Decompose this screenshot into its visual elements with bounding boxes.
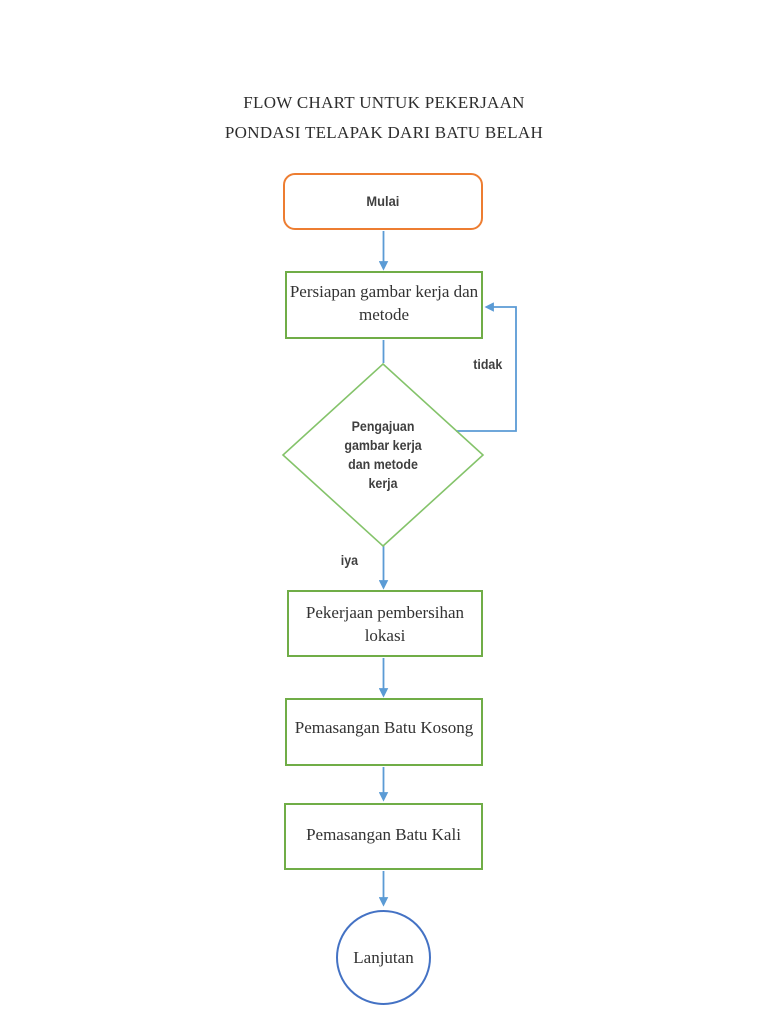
node-start-label: Mulai [366,193,400,209]
node-pembersihan: Pekerjaan pembersihan lokasi [287,590,483,657]
node-batu-kali-label: Pemasangan Batu Kali [306,825,461,844]
node-lanjutan-label: Lanjutan [353,948,414,967]
node-persiapan-label: Persiapan gambar kerja dan metode [289,281,479,324]
node-batu-kosong-label: Pemasangan Batu Kosong [294,718,474,737]
node-decision-label: Pengajuan gambar kerja dan metode kerja [344,419,423,491]
node-persiapan: Persiapan gambar kerja dan metode [285,271,483,339]
node-lanjutan: Lanjutan [336,910,431,1005]
node-start: Mulai [283,173,483,230]
node-pembersihan-label: Pekerjaan pembersihan lokasi [305,602,465,645]
node-batu-kali: Pemasangan Batu Kali [284,803,483,870]
chart-title-line1: FLOW CHART UNTUK PEKERJAAN [243,93,525,112]
node-batu-kosong: Pemasangan Batu Kosong [285,698,483,766]
chart-title: FLOW CHART UNTUK PEKERJAAN PONDASI TELAP… [0,88,768,148]
chart-title-line2: PONDASI TELAPAK DARI BATU BELAH [224,123,544,142]
edge-label-tidak: tidak [473,357,503,372]
edge-label-iya: iya [340,553,358,568]
